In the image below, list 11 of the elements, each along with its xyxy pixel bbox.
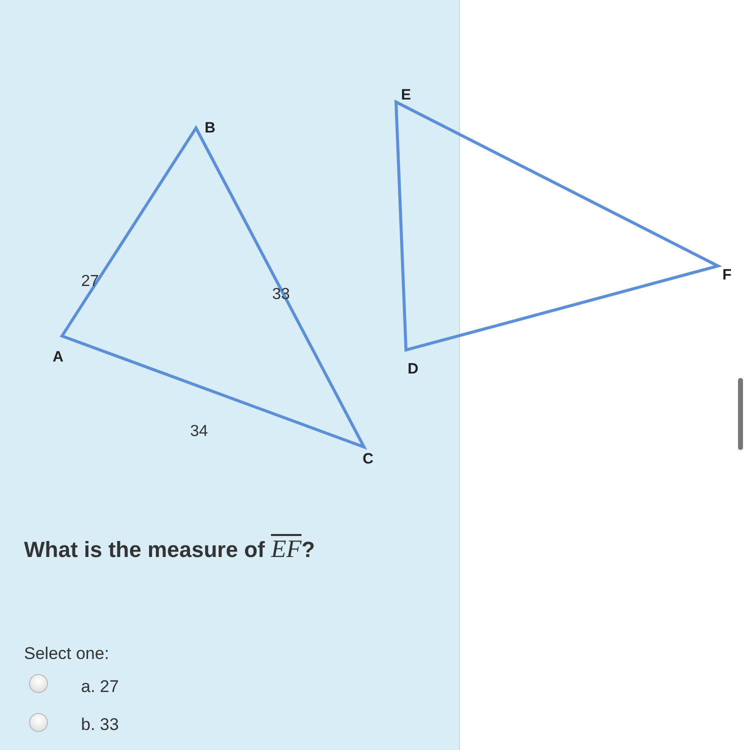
option-label: b. 33 [81, 716, 119, 733]
option-label: a. 27 [81, 678, 119, 695]
vertex-label: C [362, 452, 374, 466]
side-length-label: 34 [190, 424, 208, 440]
instruction-text: Select one: [24, 645, 110, 662]
vertex-label: A [52, 350, 64, 364]
vertex-label: F [722, 268, 732, 282]
vertex-label: B [204, 120, 216, 136]
vertex-label: D [408, 362, 418, 376]
vertex-label: E [401, 88, 411, 102]
question-text: What is the measure of EF? [24, 537, 315, 562]
